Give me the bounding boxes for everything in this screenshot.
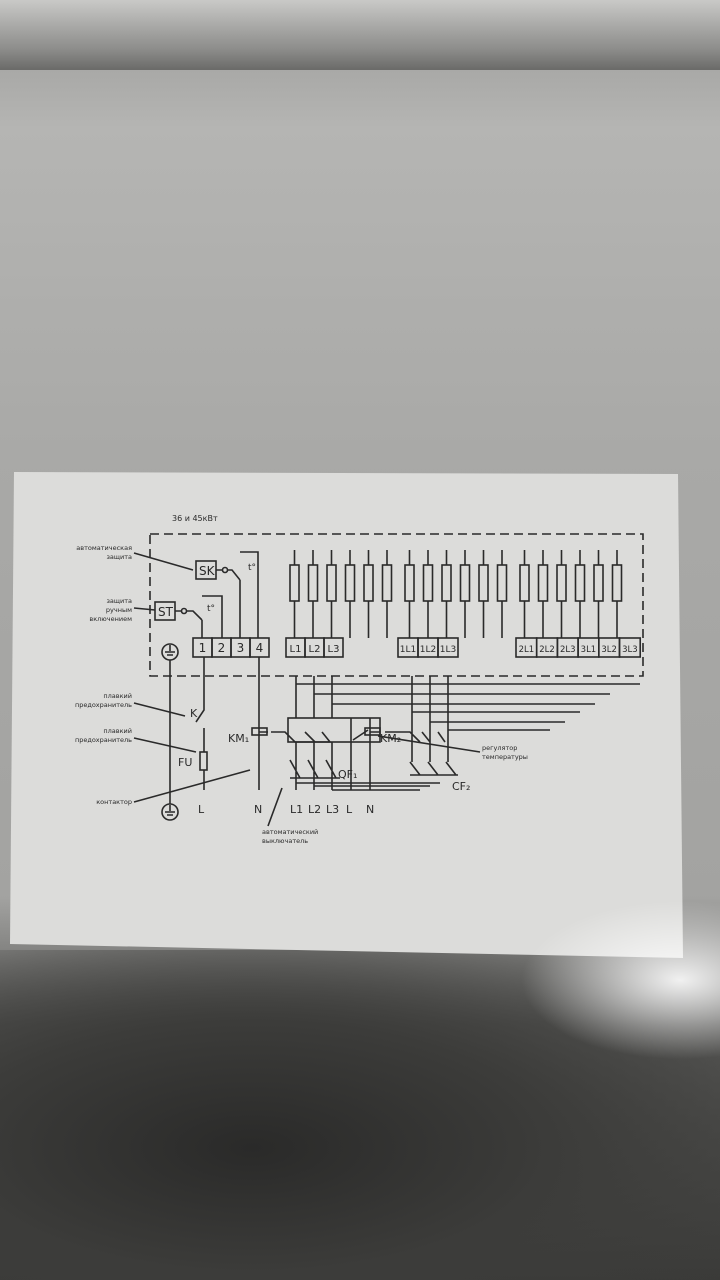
fuse-label-1b: предохранитель — [75, 701, 132, 709]
supply-terminal-label: N — [366, 803, 374, 816]
breaker-label: автоматический — [262, 828, 318, 836]
qf1-label: QF₁ — [338, 768, 357, 781]
auto-protection-label: автоматическая — [76, 544, 132, 552]
manual-protection-label-3: включением — [89, 615, 132, 623]
sk-temp-label: t° — [248, 563, 256, 573]
breaker-label-2: выключатель — [262, 837, 308, 845]
km1-label: KM₁ — [228, 732, 249, 745]
terminal-label: L1 — [290, 644, 302, 655]
terminal-n-label: N — [254, 803, 262, 816]
terminal-label: 3L2 — [601, 645, 617, 655]
km1-coil — [251, 727, 268, 736]
paper-sheet — [10, 472, 683, 958]
thermostat-label: регулятор — [482, 744, 517, 752]
km2-coil — [364, 727, 381, 736]
contactor-label: контактор — [96, 798, 132, 806]
terminal-label: 4 — [256, 641, 264, 655]
sk-label: SK — [199, 564, 216, 578]
terminal-label: 3 — [237, 641, 245, 655]
terminal-l-label: L — [198, 803, 205, 816]
fu-label: FU — [178, 756, 192, 769]
supply-terminal-label: L — [346, 803, 353, 816]
terminal-label: 3L1 — [581, 645, 597, 655]
st-label: ST — [158, 605, 174, 619]
terminal-label: 2L1 — [519, 645, 535, 655]
fuse-label-1: плавкий — [103, 692, 132, 700]
light-glare — [520, 900, 720, 1060]
supply-terminal-label: L2 — [308, 803, 321, 816]
terminal-box — [323, 637, 344, 658]
fuse-label-2b: предохранитель — [75, 736, 132, 744]
fuse-symbol — [199, 751, 208, 771]
km2-label: KM₂ — [380, 732, 401, 745]
fuse-label-2: плавкий — [103, 727, 132, 735]
metal-rail — [0, 0, 720, 70]
st-temp-label: t° — [207, 604, 215, 614]
terminal-label: 1L2 — [420, 645, 436, 655]
manual-protection-label-2: ручным — [106, 606, 132, 614]
diagram-title: 36 и 45кВт — [172, 514, 218, 523]
terminal-label: 2L2 — [539, 645, 555, 655]
terminal-label: 1 — [199, 641, 207, 655]
terminal-label: L3 — [328, 644, 340, 655]
manual-protection-label: защита — [106, 597, 132, 605]
terminal-label: 2 — [218, 641, 226, 655]
terminal-label: 2L3 — [560, 645, 576, 655]
thermostat-label-2: температуры — [482, 753, 528, 761]
k-label: K — [190, 707, 198, 720]
terminal-box — [437, 637, 459, 658]
terminal-label: 1L3 — [440, 645, 456, 655]
enclosure-boundary — [149, 533, 644, 677]
terminal-label: L2 — [309, 644, 321, 655]
supply-terminal-label: L1 — [290, 803, 303, 816]
terminal-label: 3L3 — [622, 645, 638, 655]
supply-terminal-label: L3 — [326, 803, 339, 816]
terminal-label: 1L1 — [400, 645, 416, 655]
cf2-label: CF₂ — [452, 780, 470, 793]
terminal-box — [618, 637, 642, 658]
auto-protection-label-2: защита — [106, 553, 132, 561]
